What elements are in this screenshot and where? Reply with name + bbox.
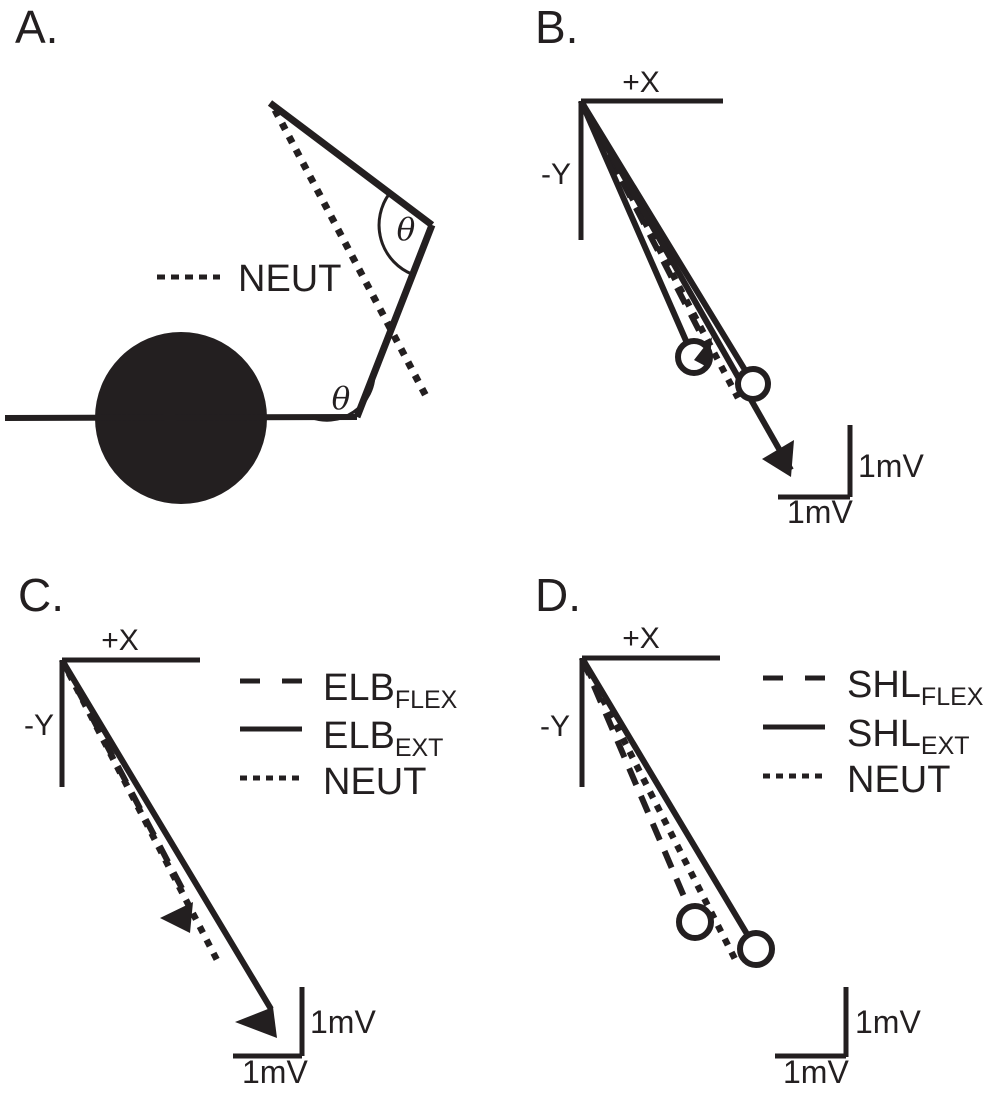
elbow-angle-arc: [377, 192, 414, 276]
elb-ext-vector: [578, 99, 794, 472]
legend-item-shl-ext: SHLEXT: [847, 713, 970, 760]
legend-item-sub: EXT: [921, 732, 970, 760]
scale-label-horizontal: 1mV: [242, 1054, 308, 1090]
legend-item-sub: FLEX: [921, 683, 984, 711]
legend-item-neut: NEUT: [847, 759, 950, 801]
legend-item-base: SHL: [847, 664, 921, 706]
panel-b: B. +X -Y 1mV 1mV: [535, 1, 924, 530]
neut-dotted-line: [271, 108, 431, 400]
x-axis-label: +X: [622, 66, 660, 99]
legend-item-sub: FLEX: [395, 686, 458, 714]
x-axis-label: +X: [101, 624, 139, 657]
legend-item-shl-flex: SHLFLEX: [847, 664, 984, 711]
scale-label-vertical: 1mV: [858, 448, 924, 484]
legend-item-base: ELB: [323, 715, 395, 757]
scale-label-vertical: 1mV: [310, 1004, 376, 1040]
legend-item-neut: NEUT: [323, 761, 426, 803]
legend: ELBFLEX ELBEXT NEUT: [240, 667, 458, 803]
shl-flex-vector: [578, 99, 690, 345]
panel-d-label: D.: [535, 569, 581, 621]
elb-flex-arrowhead: [694, 337, 712, 368]
neut-vector: [578, 99, 741, 400]
y-axis-label: -Y: [540, 710, 570, 743]
legend-item-sub: EXT: [395, 734, 444, 762]
elb-ext-arrowhead: [235, 1007, 277, 1038]
forearm-line: [267, 100, 435, 228]
panel-a: A. NEUT θ θ: [4, 1, 436, 504]
shl-ext-vector: [579, 656, 750, 936]
torso-line: [4, 414, 358, 421]
neut-vector: [579, 656, 741, 967]
elb-flex-arrowhead: [160, 902, 193, 933]
x-axis-label: +X: [622, 622, 660, 655]
shl-flex-endpoint-circle: [676, 903, 714, 941]
legend-item-elb-flex: ELBFLEX: [323, 667, 458, 714]
y-axis-label: -Y: [541, 158, 571, 191]
panel-c-label: C.: [18, 569, 64, 621]
elbow-theta-label: θ: [397, 212, 416, 248]
legend: SHLFLEX SHLEXT NEUT: [763, 664, 984, 801]
shl-ext-endpoint-circle: [737, 930, 775, 968]
shl-flex-vector: [579, 656, 691, 908]
scale-label-horizontal: 1mV: [787, 494, 853, 530]
elb-ext-vector: [59, 658, 274, 1011]
scale-label-horizontal: 1mV: [783, 1054, 849, 1090]
elb-ext-arrowhead: [762, 440, 794, 477]
panel-c: C. +X -Y 1mV 1mV ELBFLEX ELBEXT NEUT: [18, 569, 458, 1090]
shoulder-theta-label: θ: [332, 381, 351, 417]
legend-item-base: ELB: [323, 667, 395, 709]
upper-arm-line: [353, 223, 436, 419]
panel-b-label: B.: [535, 1, 578, 53]
legend-item-elb-ext: ELBEXT: [323, 715, 443, 762]
panel-a-label: A.: [15, 1, 58, 53]
neut-legend-label: NEUT: [238, 258, 341, 300]
panel-d: D. +X -Y 1mV 1mV SHLFLEX SHLEXT NEUT: [535, 569, 984, 1090]
y-axis-label: -Y: [24, 709, 54, 742]
legend-item-base: SHL: [847, 713, 921, 755]
scale-label-vertical: 1mV: [855, 1004, 921, 1040]
neut-vector: [59, 658, 220, 962]
shl-ext-endpoint-circle: [735, 366, 771, 402]
shoulder-angle-arc: [309, 373, 376, 422]
